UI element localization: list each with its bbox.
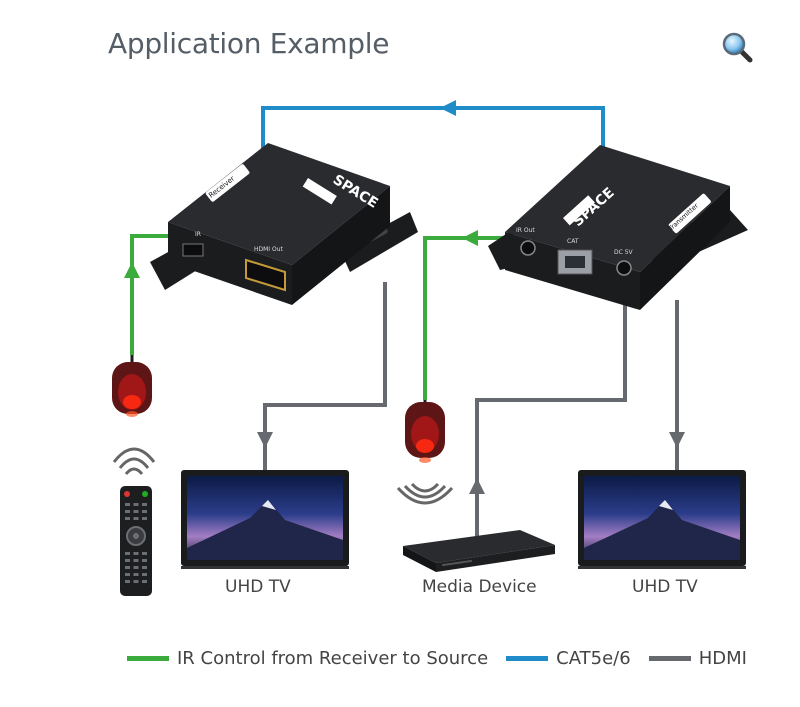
transmitter-ir-port [520, 240, 536, 256]
tv-icon-left [181, 470, 349, 569]
ir-control-line-transmitter [423, 230, 513, 400]
receiver-tag-text: Receiver [207, 175, 236, 200]
tv-right-label: UHD TV [632, 577, 698, 597]
transmitter-cat-label: CAT [567, 238, 579, 245]
page-title: Application Example [108, 27, 390, 60]
hdmi-line-transmitter-to-tv [669, 300, 685, 470]
hdmi-line-receiver-to-tv [257, 282, 387, 470]
media-player-icon [396, 482, 555, 572]
ir-control-line-receiver [124, 234, 200, 355]
legend-label-cat: CAT5e/6 [556, 647, 631, 669]
hdmi-line-media-to-transmitter [469, 290, 627, 540]
legend-label-hdmi: HDMI [698, 647, 747, 669]
receiver-hdmi-port [245, 258, 286, 292]
transmitter-dc-port [616, 260, 632, 276]
transmitter-tag-text: Transmitter [666, 202, 700, 234]
ir-receiver-eye-icon [112, 355, 152, 417]
transmitter-ir-label: IR Out [516, 227, 535, 234]
transmitter-device: SPACE Transmitter IR Out CAT DC 5V [488, 145, 748, 310]
magnifier-icon[interactable] [720, 30, 754, 64]
receiver-brand-text: SPACE [330, 172, 381, 212]
ir-emitter-eye-icon [405, 400, 445, 463]
legend-item-hdmi: HDMI [648, 647, 747, 669]
receiver-ir-label: IR [195, 231, 201, 238]
legend-swatch-ir [127, 655, 169, 661]
media-device-label: Media Device [422, 577, 537, 597]
legend: IR Control from Receiver to Source CAT5e… [127, 645, 765, 671]
legend-swatch-hdmi [648, 655, 691, 661]
legend-item-ir: IR Control from Receiver to Source [127, 648, 488, 669]
remote-control-icon [112, 447, 156, 596]
receiver-device: SPACE Receiver IR HDMI Out [150, 143, 418, 305]
transmitter-dc-label: DC 5V [614, 249, 634, 256]
transmitter-brand-text: SPACE [570, 185, 618, 230]
tv-left-label: UHD TV [225, 577, 291, 597]
cat-cable-line [261, 100, 605, 150]
tv-icon-right [578, 470, 746, 569]
legend-label-ir: IR Control from Receiver to Source [177, 647, 489, 669]
receiver-ir-port [182, 243, 204, 257]
legend-item-cat: CAT5e/6 [506, 648, 631, 669]
legend-swatch-cat [506, 655, 549, 661]
transmitter-cat-port [557, 249, 593, 275]
receiver-hdmi-label: HDMI Out [254, 246, 284, 253]
